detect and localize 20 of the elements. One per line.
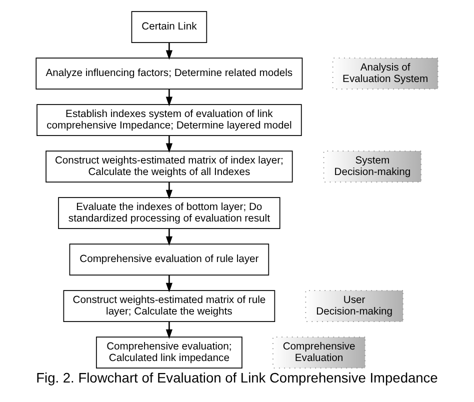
node-box: Analysis of Evaluation System xyxy=(332,58,438,90)
arrow xyxy=(166,275,172,292)
node-box: Construct weights-estimated matrix of index layer; Calculate the weights of all Indexes xyxy=(46,150,293,182)
arrow xyxy=(166,322,172,339)
node-box: Evaluate the indexes of bottom layer; Do standardized processing of evaluation result xyxy=(58,197,280,229)
node-box: User Decision-making xyxy=(305,290,404,322)
arrow xyxy=(166,89,172,106)
arrow xyxy=(166,42,172,60)
node-box: Establish indexes system of evaluation of link comprehensive Impedance; Determine layered model xyxy=(36,104,302,136)
node-box: Comprehensive evaluation of rule layer xyxy=(69,244,270,276)
arrow xyxy=(166,136,172,153)
caption: Fig. 2. Flowchart of Evaluation of Link Comprehensive Impedance xyxy=(36,370,438,386)
arrow xyxy=(166,228,172,246)
arrow xyxy=(166,182,172,200)
node-box: Construct weights-estimated matrix of rule layer; Calculate the weights xyxy=(63,290,276,322)
node-box: System Decision-making xyxy=(323,150,422,182)
node-box: Analyze influencing factors; Determine related models xyxy=(36,58,303,90)
node-box: Comprehensive evaluation; Calculated link impedance xyxy=(96,336,242,368)
node-box: Certain Link xyxy=(131,11,208,43)
node-box: Comprehensive Evaluation xyxy=(272,336,366,368)
